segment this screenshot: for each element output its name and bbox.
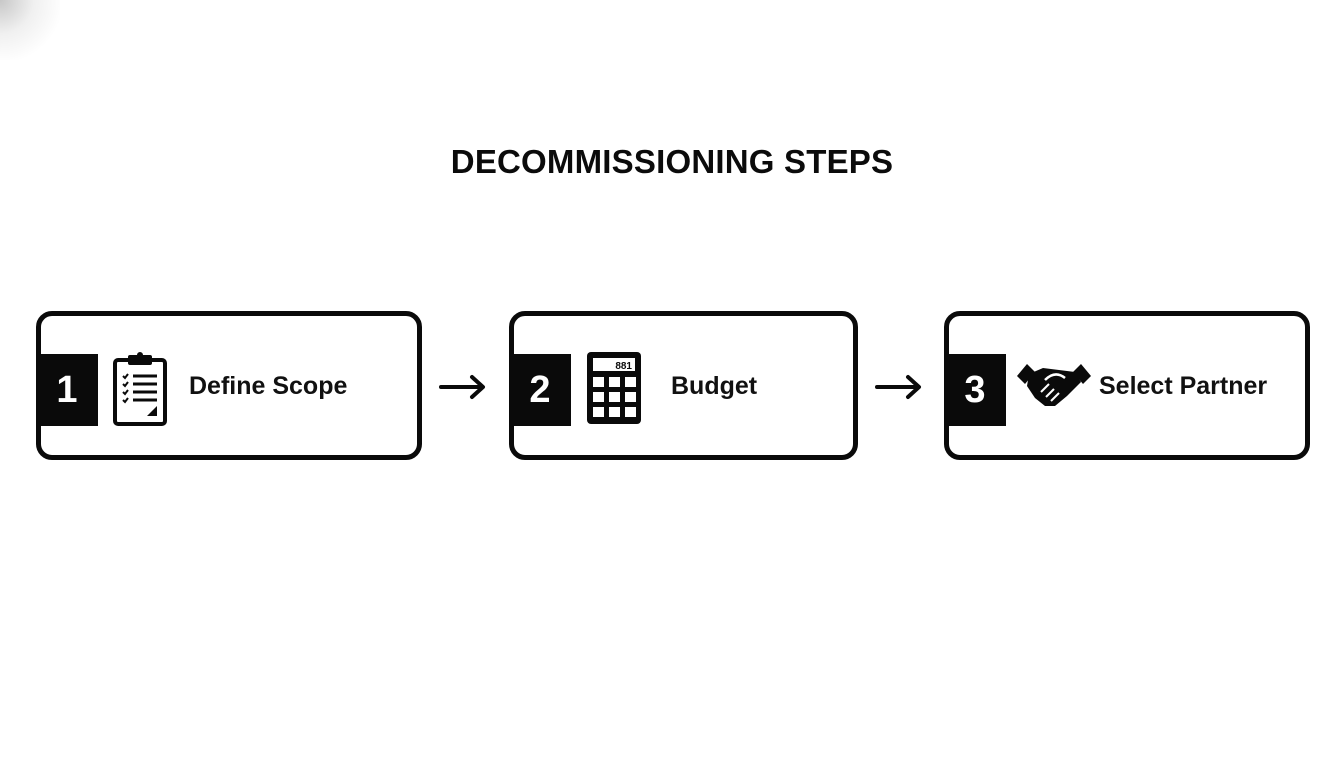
step-3-number: 3 [944,354,1006,426]
arrow-right-icon [874,373,924,406]
step-2-label: Budget [671,372,758,400]
arrow-right-icon [438,373,488,406]
corner-shadow [0,0,60,60]
svg-text:881: 881 [615,361,632,372]
step-1-label: Define Scope [189,372,348,400]
diagram-title: DECOMMISSIONING STEPS [450,143,894,180]
handshake-icon [1015,360,1093,417]
step-1-number: 1 [36,354,98,426]
calculator-icon: 881 [585,350,643,431]
step-2-number: 2 [509,354,571,426]
step-3-card: 3 Select Partner [944,311,1310,460]
clipboard-checklist-icon [111,352,169,433]
step-1-card: 1 Define Scope [36,311,422,460]
step-2-card: 2 881 Budget [509,311,858,460]
step-3-label: Select Partner [1099,372,1268,400]
